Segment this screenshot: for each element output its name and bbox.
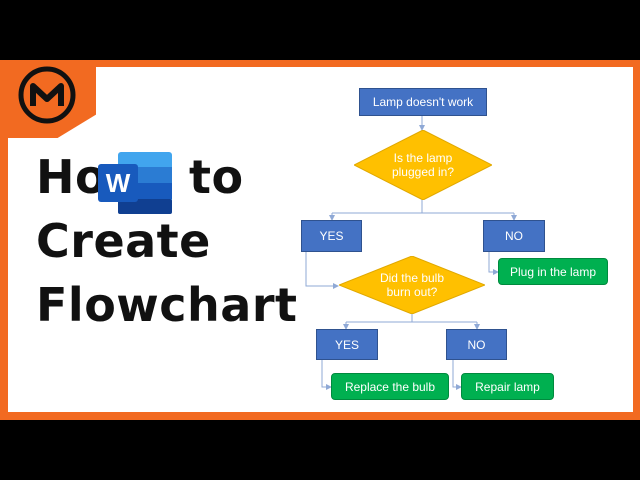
decision-line: Is the lamp [393, 151, 453, 165]
title-word-to: to [189, 150, 244, 204]
decision-line: Did the bulb [379, 271, 445, 285]
yes-box-2: YES [316, 329, 378, 360]
no-box-1: NO [483, 220, 545, 252]
word-icon: W [98, 152, 172, 214]
action-plug-in: Plug in the lamp [498, 258, 608, 285]
title-word-flowchart: Flowchart [36, 278, 298, 332]
start-box: Lamp doesn't work [359, 88, 487, 116]
action-repair-lamp: Repair lamp [461, 373, 554, 400]
action-replace-bulb: Replace the bulb [331, 373, 449, 400]
svg-text:W: W [106, 168, 131, 198]
channel-logo-icon [18, 66, 76, 124]
title-word-create: Create [36, 214, 211, 268]
decision-line: burn out? [386, 285, 438, 299]
no-box-2: NO [446, 329, 507, 360]
decision-line: plugged in? [391, 165, 455, 179]
title-word-how: Ho [36, 150, 108, 204]
yes-box-1: YES [301, 220, 362, 252]
